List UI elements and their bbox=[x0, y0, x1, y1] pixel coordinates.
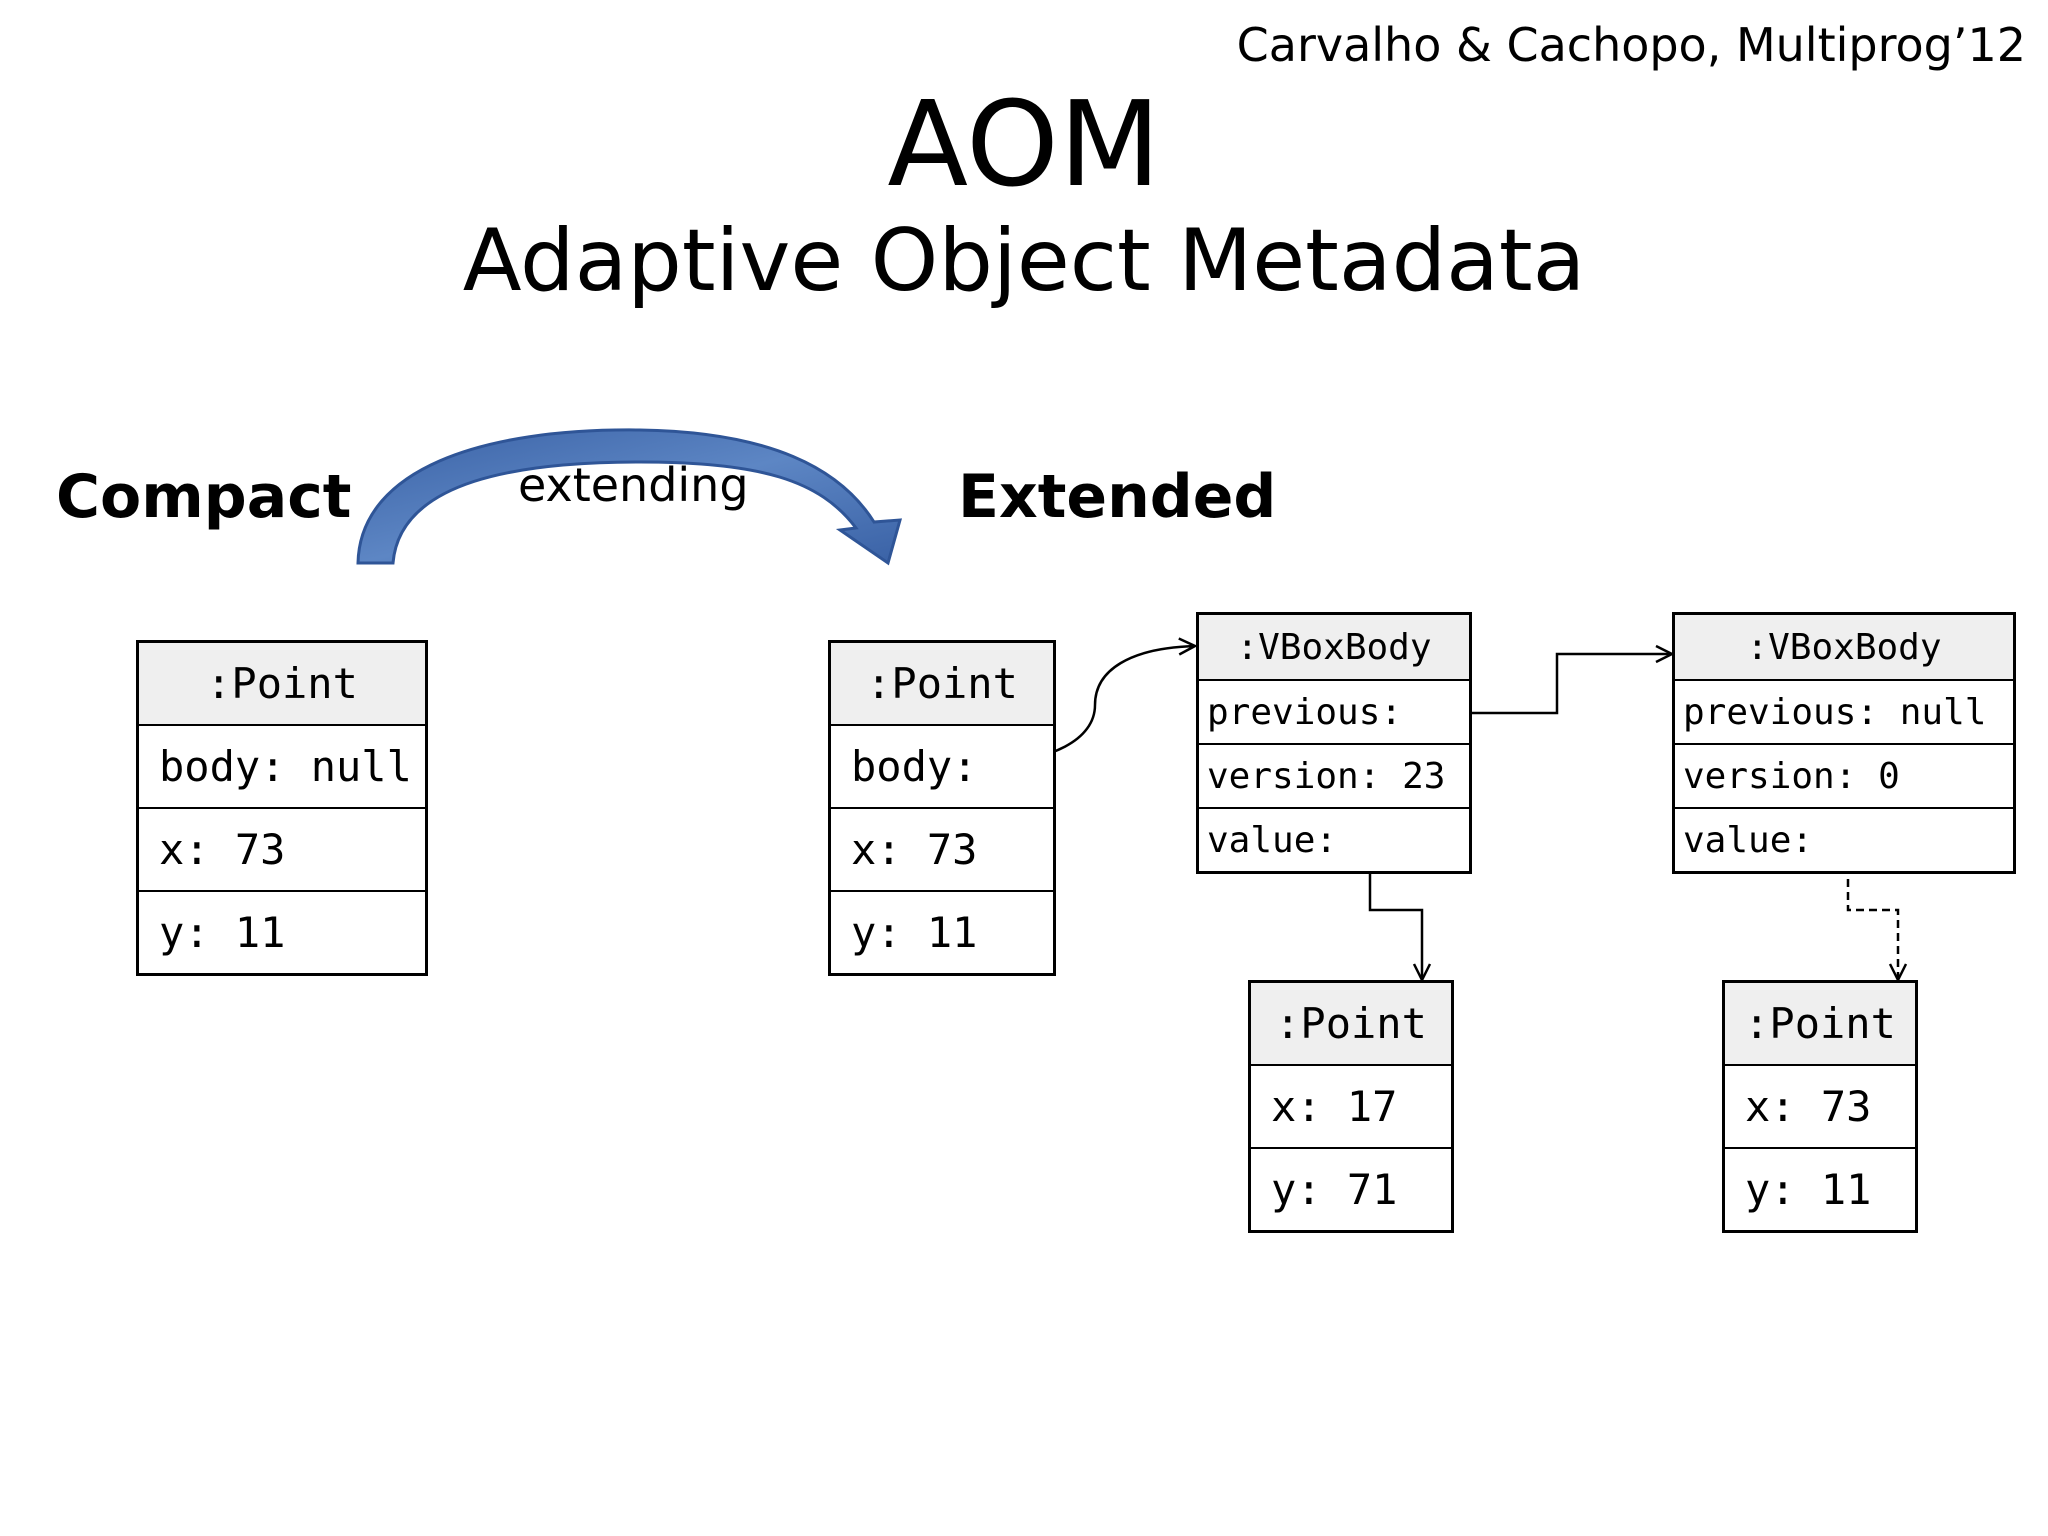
field-y: y: 11 bbox=[139, 890, 425, 973]
previous-reference-arrow bbox=[1442, 654, 1672, 715]
citation: Carvalho & Cachopo, Multiprog’12 bbox=[1236, 18, 2026, 72]
object-header: :VBoxBody bbox=[1675, 615, 2013, 679]
object-header: :Point bbox=[1251, 983, 1451, 1064]
object-header: :Point bbox=[831, 643, 1053, 724]
object-header-label: :VBoxBody bbox=[1746, 626, 1942, 668]
compact-point-box: :Point body: null x: 73 y: 11 bbox=[136, 640, 428, 976]
field-y: y: 71 bbox=[1251, 1147, 1451, 1230]
compact-label: Compact bbox=[56, 462, 352, 532]
field-body: body: bbox=[831, 724, 1053, 807]
vbox-body-box-1: :VBoxBody previous: version: 23 value: bbox=[1196, 612, 1472, 874]
object-header: :Point bbox=[139, 643, 425, 724]
extending-arrow bbox=[356, 428, 903, 566]
slide-title: AOM bbox=[887, 75, 1161, 213]
object-header: :Point bbox=[1725, 983, 1915, 1064]
object-header-label: :Point bbox=[206, 659, 358, 708]
field-body: body: null bbox=[139, 724, 425, 807]
field-x: x: 17 bbox=[1251, 1064, 1451, 1147]
object-header-label: :Point bbox=[1275, 999, 1427, 1048]
value-reference-arrow-2 bbox=[1846, 840, 1898, 980]
object-header-label: :Point bbox=[1744, 999, 1896, 1048]
slide-subtitle: Adaptive Object Metadata bbox=[462, 211, 1586, 311]
field-value: value: bbox=[1675, 807, 2013, 871]
value-reference-arrow-1 bbox=[1368, 840, 1422, 980]
value-point-box-1: :Point x: 17 y: 71 bbox=[1248, 980, 1454, 1233]
vbox-body-box-2: :VBoxBody previous: null version: 0 valu… bbox=[1672, 612, 2016, 874]
field-y: y: 11 bbox=[1725, 1147, 1915, 1230]
extending-label: extending bbox=[518, 458, 749, 512]
extended-point-box: :Point body: x: 73 y: 11 bbox=[828, 640, 1056, 976]
field-version: version: 23 bbox=[1199, 743, 1469, 807]
field-y: y: 11 bbox=[831, 890, 1053, 973]
field-previous: previous: bbox=[1199, 679, 1469, 743]
field-x: x: 73 bbox=[1725, 1064, 1915, 1147]
object-header: :VBoxBody bbox=[1199, 615, 1469, 679]
field-x: x: 73 bbox=[831, 807, 1053, 890]
extended-label: Extended bbox=[958, 462, 1277, 532]
field-previous: previous: null bbox=[1675, 679, 2013, 743]
field-value: value: bbox=[1199, 807, 1469, 871]
value-point-box-2: :Point x: 73 y: 11 bbox=[1722, 980, 1918, 1233]
object-header-label: :Point bbox=[866, 659, 1018, 708]
object-header-label: :VBoxBody bbox=[1236, 626, 1432, 668]
field-version: version: 0 bbox=[1675, 743, 2013, 807]
field-x: x: 73 bbox=[139, 807, 425, 890]
